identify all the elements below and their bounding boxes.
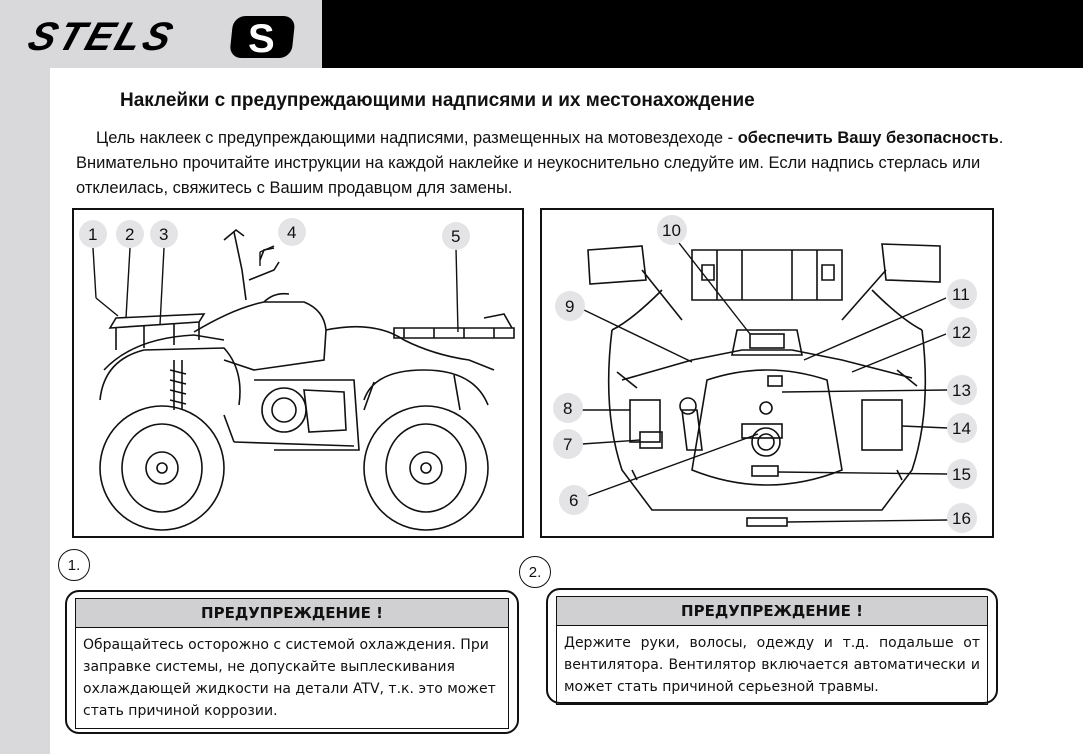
callout-9: 9 [565,297,574,316]
brand-wordmark: STELS [23,14,181,58]
callout-13: 13 [952,381,971,400]
atv-top-drawing: 10 9 11 12 8 7 6 13 14 15 16 [553,215,977,533]
callout-15: 15 [952,465,971,484]
atv-side-view-diagram: 1 2 3 4 5 [72,208,524,538]
warning-body-2: Держите руки, волосы, одежду и т.д. пода… [556,626,988,705]
atv-side-drawing: 1 2 3 4 5 [79,218,515,531]
callout-5: 5 [451,227,460,246]
warning-box-2: ПРЕДУПРЕЖДЕНИЕ ! Держите руки, волосы, о… [546,588,998,705]
callout-11: 11 [952,285,970,304]
callout-7: 7 [563,435,572,454]
warning-heading-1: ПРЕДУПРЕЖДЕНИЕ ! [75,598,509,628]
callout-14: 14 [952,419,971,438]
warning-1-line-4: стать причиной коррозии. [83,703,278,719]
left-margin-strip [0,0,50,754]
warning-index-1: 1. [58,549,90,581]
warning-body-1: Обращайтесь осторожно с системой охлажде… [75,628,509,729]
page-title: Наклейки с предупреждающими надписями и … [120,90,755,111]
brand-s-badge: S [248,17,275,58]
callout-4: 4 [287,223,296,242]
warning-1-line-3: охлаждающей жидкости на детали ATV, т.к.… [83,681,496,697]
callout-8: 8 [563,399,572,418]
logo-area: STELS S [0,0,322,68]
callout-16: 16 [952,509,971,528]
callout-3: 3 [159,225,168,244]
callout-10: 10 [662,221,681,240]
warning-heading-2: ПРЕДУПРЕЖДЕНИЕ ! [556,596,988,626]
callout-2: 2 [125,225,134,244]
intro-text-2: . Внимательно прочитайте инструкции на к… [76,129,1004,197]
warning-index-2: 2. [519,556,551,588]
warning-box-1: ПРЕДУПРЕЖДЕНИЕ ! Обращайтесь осторожно с… [65,590,519,734]
callout-12: 12 [952,323,971,342]
stels-logo: STELS S [23,14,295,58]
intro-text-1: Цель наклеек с предупреждающими надписям… [96,129,738,147]
atv-top-view-diagram: 10 9 11 12 8 7 6 13 14 15 16 [540,208,994,538]
warning-1-line-2: заправке системы, не допускайте выплески… [83,659,455,675]
callout-1: 1 [88,225,97,244]
callout-6: 6 [569,491,578,510]
warning-1-line-1: Обращайтесь осторожно с системой охлажде… [83,637,489,653]
intro-bold: обеспечить Вашу безопасность [737,129,999,147]
intro-paragraph: Цель наклеек с предупреждающими надписям… [76,126,1016,201]
